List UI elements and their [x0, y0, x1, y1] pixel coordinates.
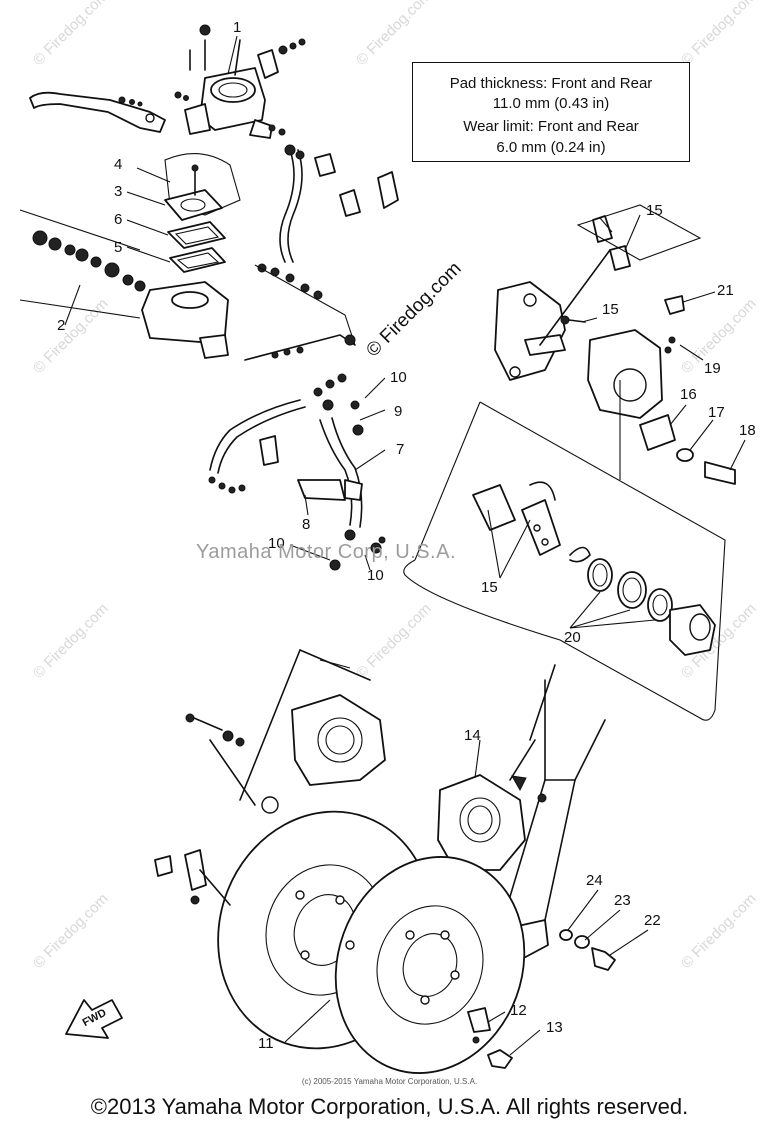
callout-5: 5 — [114, 239, 123, 256]
callout-20: 20 — [564, 629, 581, 646]
callout-19: 19 — [704, 360, 721, 377]
copyright-footer: ©2013 Yamaha Motor Corporation, U.S.A. A… — [90, 1094, 689, 1119]
callout-3: 3 — [114, 183, 123, 200]
callout-9: 9 — [394, 403, 403, 420]
master-cylinder-body — [19, 209, 229, 359]
callout-11: 11 — [258, 1035, 274, 1052]
spec-pad-thickness-value: 11.0 mm (0.43 in) — [492, 95, 610, 112]
leader-lines — [64, 35, 746, 1056]
callout-7: 7 — [396, 441, 405, 458]
brake-lever — [29, 91, 166, 133]
callout-14: 14 — [464, 727, 481, 744]
small-credit: (c) 2005-2015 Yamaha Motor Corporation, … — [301, 1077, 478, 1086]
brake-hose — [208, 144, 399, 571]
callout-16: 16 — [680, 386, 697, 403]
callout-12: 12 — [510, 1002, 527, 1019]
master-cylinder — [174, 24, 306, 139]
callout-22: 22 — [644, 912, 661, 929]
brake-discs — [154, 810, 616, 1074]
watermark-yamaha: Yamaha Motor Corp, U.S.A. — [196, 541, 456, 563]
right-fork-caliper — [437, 664, 606, 961]
callout-10-left: 10 — [268, 535, 285, 552]
spec-wear-limit-label: Wear limit: Front and Rear — [463, 118, 639, 135]
spec-wear-limit-value: 6.0 mm (0.24 in) — [496, 139, 606, 156]
callout-15-middle: 15 — [602, 301, 619, 318]
spec-box: Pad thickness: Front and Rear 11.0 mm (0… — [412, 62, 690, 162]
callout-13: 13 — [546, 1019, 563, 1036]
callout-21: 21 — [717, 282, 734, 299]
callout-18: 18 — [739, 422, 756, 439]
callout-8: 8 — [302, 516, 311, 533]
spec-pad-thickness-label: Pad thickness: Front and Rear — [449, 75, 653, 92]
callout-23: 23 — [614, 892, 631, 909]
callout-24: 24 — [586, 872, 603, 889]
fwd-arrow — [65, 999, 123, 1039]
callout-4: 4 — [114, 156, 123, 173]
callout-17: 17 — [708, 404, 725, 421]
caliper-exploded — [403, 204, 736, 721]
callout-15-bottom: 15 — [481, 579, 498, 596]
callout-6: 6 — [114, 211, 123, 228]
left-fork-caliper — [185, 649, 386, 814]
callout-15-top: 15 — [646, 202, 663, 219]
callout-10-right: 10 — [367, 567, 384, 584]
callout-10-upper: 10 — [390, 369, 407, 386]
reservoir-cap-group — [164, 164, 226, 273]
callout-1: 1 — [233, 19, 242, 36]
callout-2: 2 — [57, 317, 66, 334]
